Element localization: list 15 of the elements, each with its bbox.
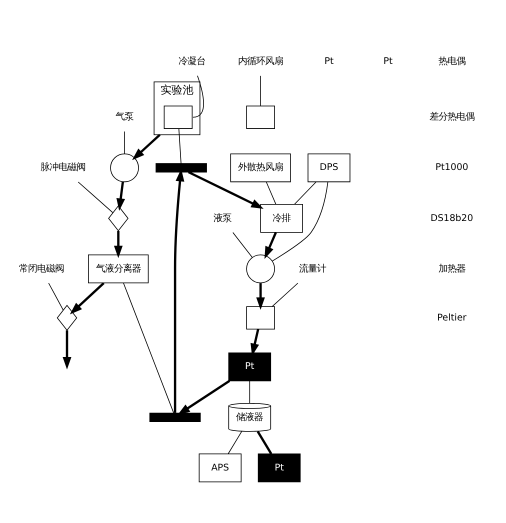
legend-label: 加热器 [438,263,466,274]
node-text: 常闭电磁阀 [18,263,64,274]
label: Pt [324,56,334,68]
legend-label: 差分热电偶 [429,112,474,123]
node-text: 流量计 [299,263,326,274]
node-text: 液泵 [213,212,232,224]
legend-label: DS18b20 [430,212,474,224]
node-text: 冷凝台 [178,56,206,68]
label: Pt [383,56,393,68]
legend-label: Peltier [437,312,467,324]
node-text: 内循环风扇 [238,56,284,68]
legend-label: 热电偶 [438,56,466,68]
node-text: 脉冲电磁阀 [40,162,86,174]
legend-label: Pt1000 [435,162,468,174]
node-text: 气泵 [116,112,134,123]
